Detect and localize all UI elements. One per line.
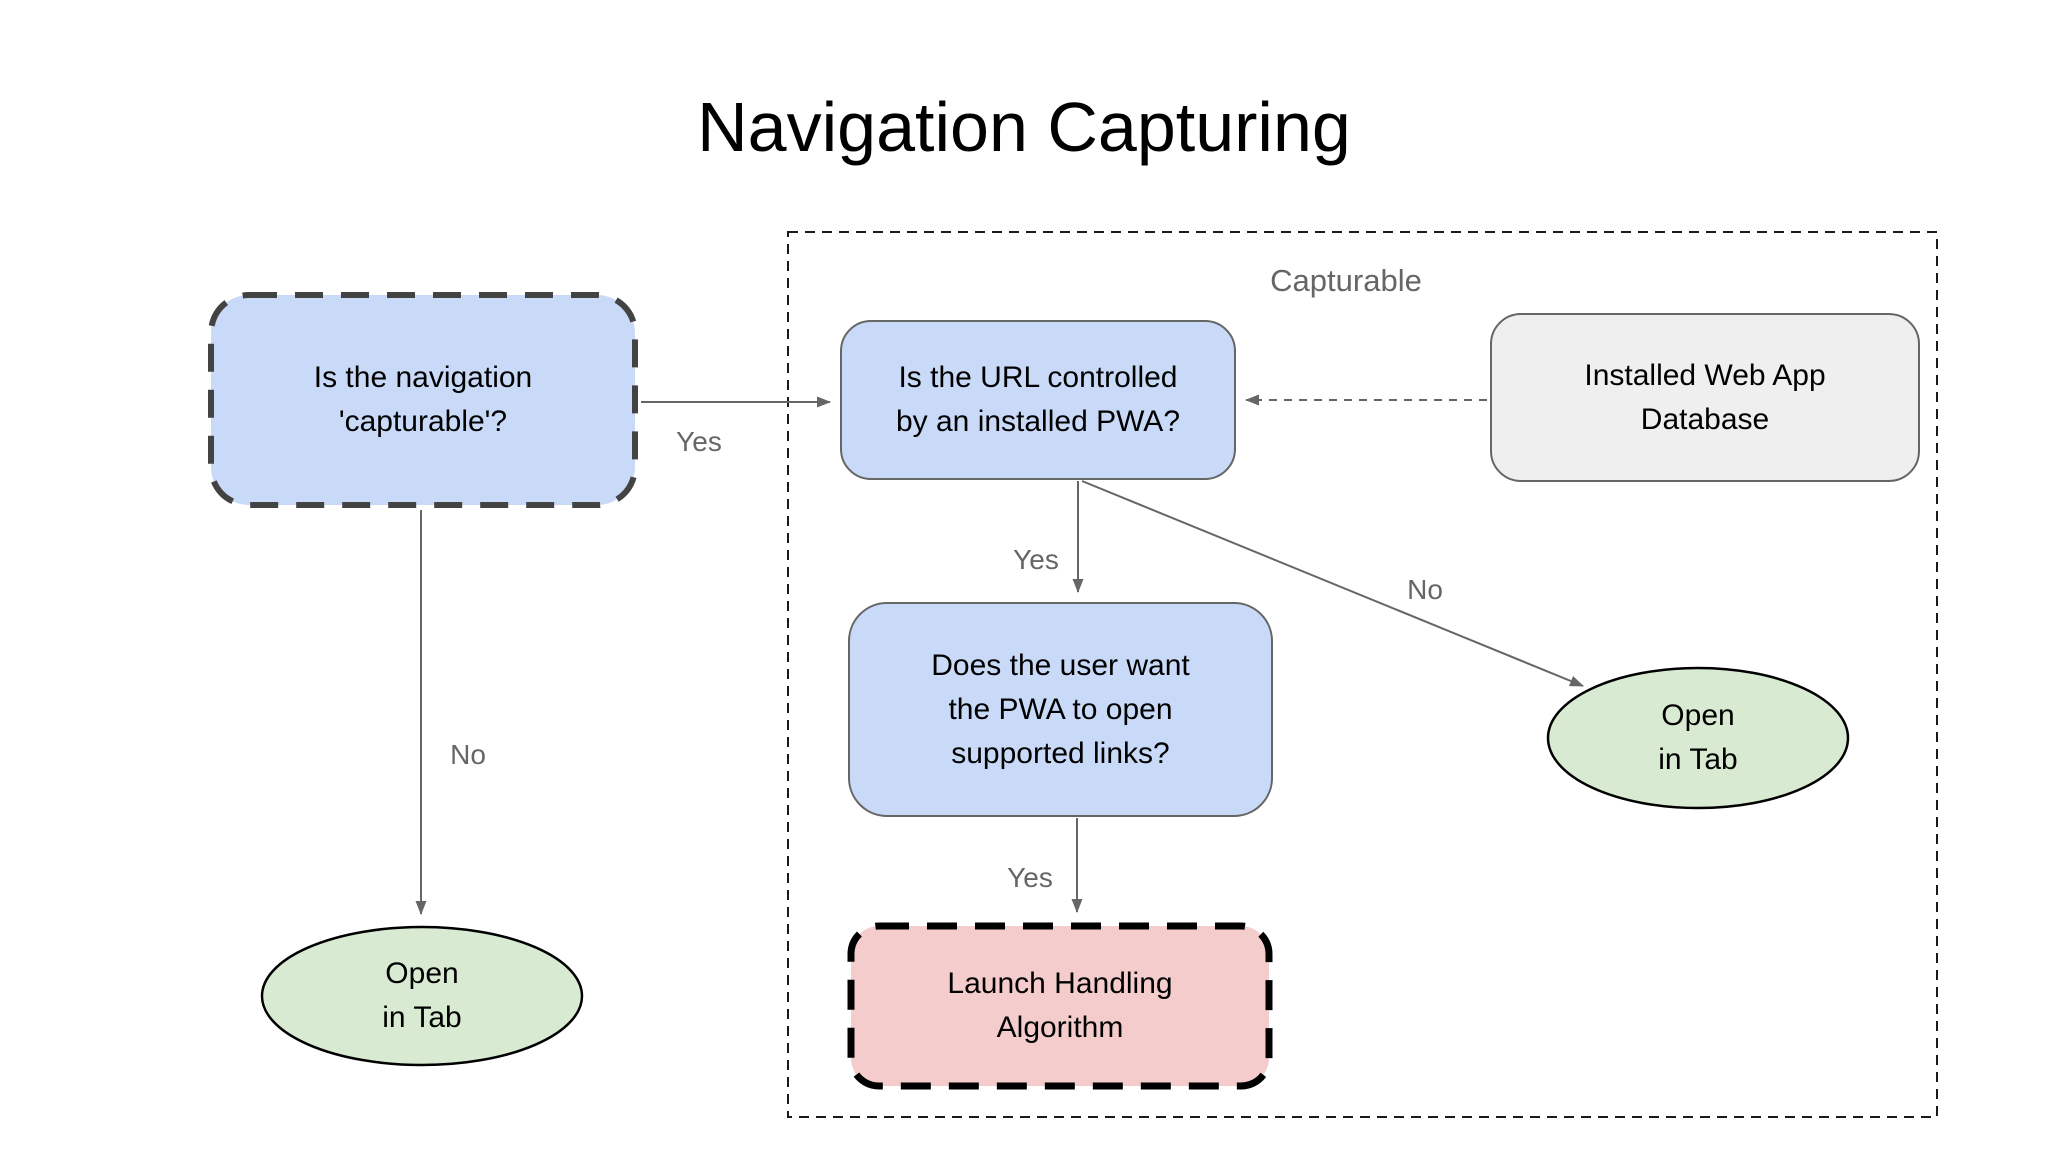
node-open-in-tab-left: [260, 925, 584, 1067]
node-user-preference-question: [848, 602, 1273, 817]
node-launch-handling: [847, 922, 1273, 1090]
node-open-in-tab-right: [1546, 666, 1850, 810]
edge-pwa-no: [1081, 480, 1584, 687]
capturable-group-border: [787, 231, 1938, 1118]
node-web-app-database: [1490, 313, 1920, 482]
node-capturable-question: [208, 292, 638, 508]
node-pwa-question: [840, 320, 1236, 480]
